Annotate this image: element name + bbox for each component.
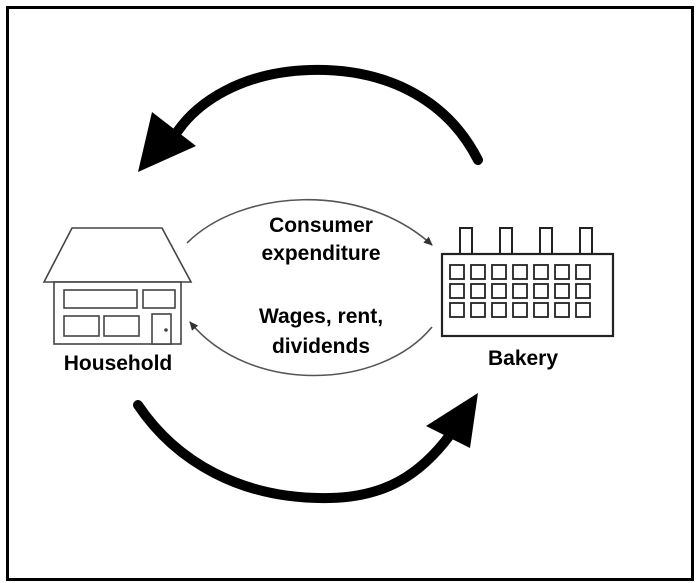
bakery-window <box>575 302 591 318</box>
bakery-window <box>449 302 465 318</box>
household-icon <box>42 227 193 345</box>
bakery-window <box>533 264 549 280</box>
bakery-window <box>533 283 549 299</box>
bakery-window <box>449 264 465 280</box>
consumer-expenditure-label: Consumer expenditure <box>236 212 406 268</box>
wages-label: Wages, rent, dividends <box>226 302 416 362</box>
consumer-expenditure-line-1: Consumer <box>269 214 373 237</box>
bakery-window <box>512 283 528 299</box>
wages-line-2: dividends <box>271 335 371 358</box>
bakery-label: Bakery <box>487 347 559 370</box>
bakery-window <box>491 302 507 318</box>
bakery-window <box>512 264 528 280</box>
bakery-window <box>491 264 507 280</box>
bakery-window <box>575 264 591 280</box>
bakery-window <box>533 302 549 318</box>
bakery-window <box>554 264 570 280</box>
outer-top-arrow <box>138 64 483 172</box>
bakery-window <box>470 264 486 280</box>
bakery-icon <box>440 227 615 338</box>
wages-arrow <box>189 321 433 377</box>
wages-line-1: Wages, rent, <box>258 305 384 328</box>
consumer-expenditure-arrow <box>186 198 433 246</box>
bakery-window <box>512 302 528 318</box>
bakery-window <box>449 283 465 299</box>
bakery-window <box>554 302 570 318</box>
bakery-window <box>575 283 591 299</box>
household-label: Household <box>63 352 173 375</box>
bakery-window <box>491 283 507 299</box>
bakery-window <box>470 283 486 299</box>
bakery-window <box>470 302 486 318</box>
bakery-window <box>554 283 570 299</box>
consumer-expenditure-line-2: expenditure <box>261 242 381 265</box>
outer-bottom-arrow <box>133 393 478 504</box>
